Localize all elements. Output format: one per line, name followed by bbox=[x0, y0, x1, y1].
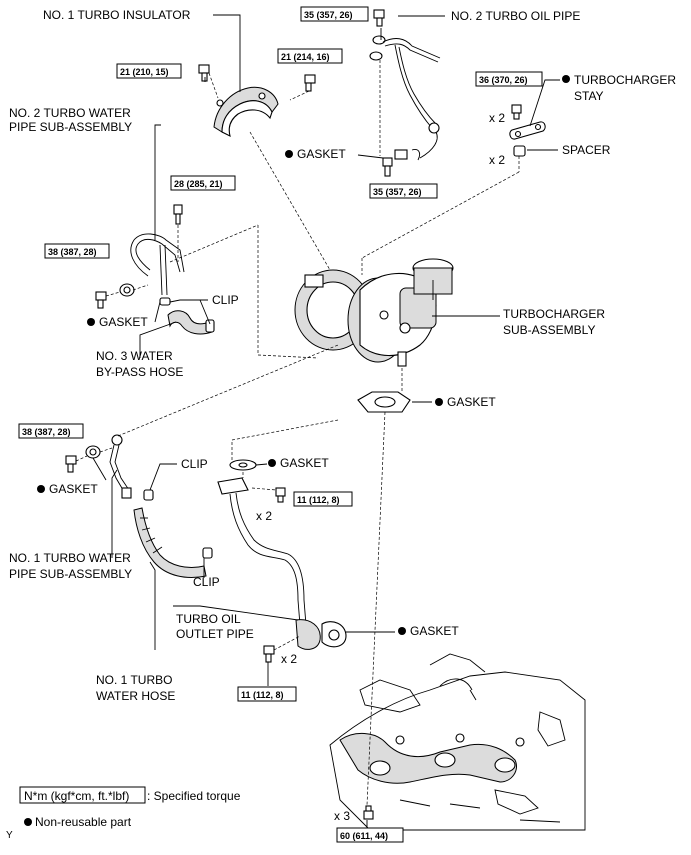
label-gasket-lower-left: GASKET bbox=[49, 482, 98, 496]
torque-box-36: 36 (370, 26) bbox=[475, 71, 543, 87]
torque-36: 36 (370, 26) bbox=[479, 75, 528, 85]
spacer-drawing bbox=[513, 145, 526, 157]
label-oil-outlet-2: OUTLET PIPE bbox=[176, 627, 254, 641]
torque-21-left: 21 (210, 15) bbox=[120, 67, 169, 77]
label-no1-water-pipe-2: PIPE SUB-ASSEMBLY bbox=[9, 567, 132, 581]
legend-torque-desc: : Specified torque bbox=[147, 789, 241, 803]
torque-box-21-right: 21 (214, 16) bbox=[277, 48, 343, 64]
legend: N*m (kgf*cm, ft.*lbf) : Specified torque… bbox=[19, 786, 241, 829]
oil-pipe-gasket-bolt bbox=[382, 157, 393, 177]
nonreusable-marker-gasket-turbo bbox=[435, 398, 443, 406]
label-no2-water-pipe-1: NO. 2 TURBO WATER bbox=[9, 106, 131, 120]
label-clip-lower: CLIP bbox=[181, 457, 208, 471]
torque-60: 60 (611, 44) bbox=[340, 831, 388, 841]
turbocharger-stay-drawing bbox=[509, 104, 546, 140]
nonreusable-marker-gasket-mid bbox=[87, 318, 95, 326]
nonreusable-marker-gasket-top bbox=[285, 150, 293, 158]
multiplier-x2-oil-bottom: x 2 bbox=[281, 652, 297, 666]
label-no3-water-hose-2: BY-PASS HOSE bbox=[96, 365, 183, 379]
nonreusable-marker-gasket-lower bbox=[37, 485, 45, 493]
label-turbocharger-stay-2: STAY bbox=[574, 89, 604, 103]
nonreusable-marker-gasket-oil-bottom bbox=[398, 627, 406, 635]
exhaust-manifold-drawing bbox=[329, 653, 586, 831]
label-clip-mid: CLIP bbox=[212, 293, 239, 307]
torque-38-low: 38 (387, 28) bbox=[22, 427, 71, 437]
label-turbocharger-sub-1: TURBOCHARGER bbox=[503, 307, 605, 321]
label-turbocharger-stay-1: TURBOCHARGER bbox=[574, 73, 676, 87]
clip-bottom-drawing bbox=[202, 547, 213, 559]
torque-28: 28 (285, 21) bbox=[174, 179, 223, 189]
label-spacer: SPACER bbox=[562, 143, 611, 157]
multiplier-x3-manifold: x 3 bbox=[334, 809, 350, 823]
label-no2-turbo-oil-pipe: NO. 2 TURBO OIL PIPE bbox=[451, 9, 580, 23]
torque-box-35-top: 35 (357, 26) bbox=[300, 6, 369, 22]
no2-water-pipe-bolt bbox=[95, 291, 107, 309]
torque-box-11-bottom: 11 (112, 8) bbox=[237, 686, 297, 702]
oil-outlet-gasket-top bbox=[229, 459, 257, 471]
label-no1-water-hose-2: WATER HOSE bbox=[96, 689, 175, 703]
label-gasket-oil-top: GASKET bbox=[280, 456, 329, 470]
torque-box-38-low: 38 (387, 28) bbox=[18, 423, 84, 439]
no1-water-pipe-gasket bbox=[85, 445, 101, 459]
no3-water-hose-drawing bbox=[167, 310, 215, 335]
no1-turbo-insulator-drawing bbox=[213, 86, 279, 138]
torque-box-38-top: 38 (387, 28) bbox=[44, 243, 110, 259]
nonreusable-marker-gasket-oil-top bbox=[268, 459, 276, 467]
label-gasket-top: GASKET bbox=[297, 147, 346, 161]
no2-water-pipe-drawing bbox=[130, 204, 185, 296]
insulator-bolt-left bbox=[198, 64, 210, 82]
corner-letter: Y bbox=[6, 830, 13, 841]
label-gasket-turbo: GASKET bbox=[447, 395, 496, 409]
assembly-dashed-lines bbox=[75, 60, 520, 806]
torque-11-top: 11 (112, 8) bbox=[297, 495, 340, 505]
clip-lower-drawing bbox=[143, 489, 154, 501]
legend-torque-unit: N*m (kgf*cm, ft.*lbf) bbox=[24, 789, 129, 803]
torque-35-mid: 35 (357, 26) bbox=[373, 187, 422, 197]
torque-38-top: 38 (387, 28) bbox=[48, 247, 97, 257]
label-no2-water-pipe-2: PIPE SUB-ASSEMBLY bbox=[9, 120, 132, 134]
label-gasket-oil-bottom: GASKET bbox=[410, 624, 459, 638]
turbo-gasket-drawing bbox=[357, 391, 411, 413]
label-clip-bottom: CLIP bbox=[193, 575, 220, 589]
torque-box-60: 60 (611, 44) bbox=[336, 827, 404, 843]
nonreusable-marker-stay bbox=[562, 75, 570, 83]
insulator-bolt-right bbox=[304, 74, 316, 92]
label-no1-turbo-insulator: NO. 1 TURBO INSULATOR bbox=[43, 8, 191, 22]
multiplier-x2-stay: x 2 bbox=[489, 111, 505, 125]
no1-water-pipe-drawing bbox=[109, 434, 132, 499]
multiplier-x2-oil-top: x 2 bbox=[256, 509, 272, 523]
label-oil-outlet-1: TURBO OIL bbox=[176, 612, 241, 626]
no2-turbo-oil-pipe-drawing bbox=[369, 9, 441, 161]
no1-water-hose-drawing bbox=[133, 507, 207, 578]
label-no1-water-pipe-1: NO. 1 TURBO WATER bbox=[9, 551, 131, 565]
oil-outlet-nut-top bbox=[275, 487, 286, 503]
turbo-oil-outlet-pipe-drawing bbox=[217, 477, 347, 650]
clip-mid-drawing bbox=[159, 297, 171, 306]
label-no1-water-hose-1: NO. 1 TURBO bbox=[96, 673, 172, 687]
torque-box-11-top: 11 (112, 8) bbox=[293, 491, 353, 507]
legend-nonreusable: Non-reusable part bbox=[35, 815, 132, 829]
torque-box-21-left: 21 (210, 15) bbox=[116, 63, 182, 79]
torque-35-top: 35 (357, 26) bbox=[304, 10, 353, 20]
torque-21-right: 21 (214, 16) bbox=[281, 52, 330, 62]
no1-water-pipe-bolt bbox=[65, 455, 77, 473]
no2-water-pipe-gasket bbox=[119, 283, 135, 297]
manifold-nut bbox=[363, 805, 374, 820]
label-gasket-mid-left: GASKET bbox=[99, 315, 148, 329]
turbocharger-assembly-drawing bbox=[294, 258, 454, 367]
oil-outlet-bolt-bottom bbox=[263, 645, 275, 663]
label-turbocharger-sub-2: SUB-ASSEMBLY bbox=[503, 323, 595, 337]
label-no3-water-hose-1: NO. 3 WATER bbox=[96, 349, 173, 363]
legend-nonreusable-dot bbox=[24, 818, 32, 826]
torque-box-28: 28 (285, 21) bbox=[170, 175, 236, 191]
multiplier-x2-spacer: x 2 bbox=[489, 153, 505, 167]
torque-box-35-mid: 35 (357, 26) bbox=[369, 183, 438, 199]
torque-11-bottom: 11 (112, 8) bbox=[241, 690, 284, 700]
leader-lines bbox=[92, 14, 560, 828]
